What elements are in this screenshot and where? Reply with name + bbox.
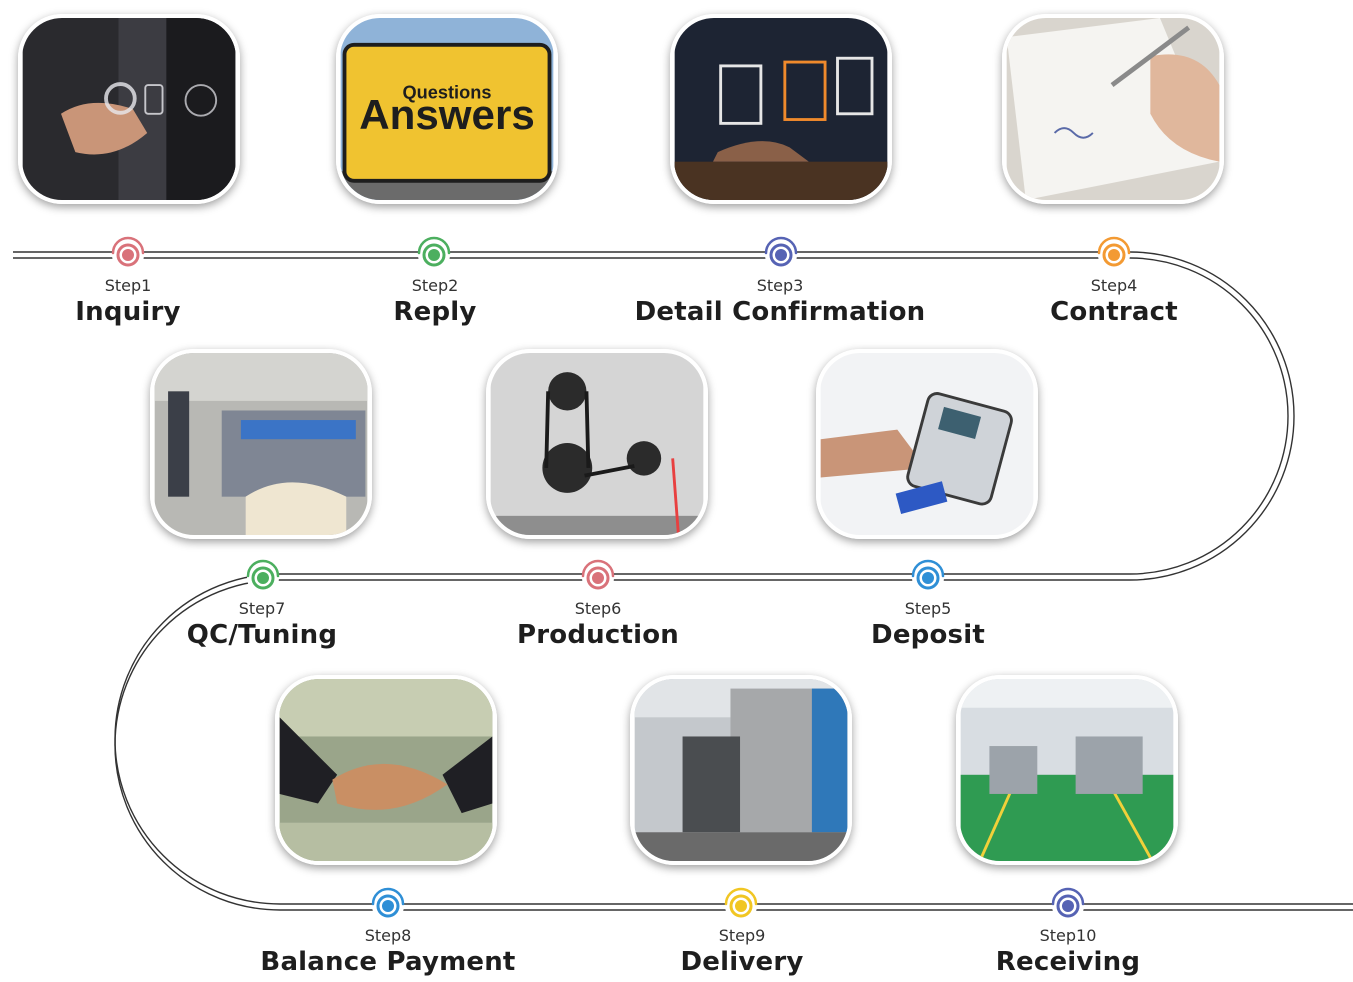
step-label-2: Step2 Reply <box>265 276 605 328</box>
step-marker-7 <box>246 559 280 594</box>
step-photo-10 <box>956 675 1178 865</box>
step-title: QC/Tuning <box>186 620 338 650</box>
signing-contract <box>1006 18 1220 200</box>
step-title: Reply <box>393 297 477 327</box>
machine-belts <box>490 353 704 535</box>
step-label-10: Step10 Receiving <box>898 926 1238 978</box>
step-title: Delivery <box>680 947 804 977</box>
step-label-7: Step7 QC/Tuning <box>92 599 432 651</box>
step-title: Deposit <box>871 620 985 650</box>
step-photo-6 <box>486 349 708 539</box>
step-number: Step3 <box>756 276 804 295</box>
step-photo-9 <box>630 675 852 865</box>
step-marker-1 <box>111 236 145 271</box>
step-number: Step9 <box>718 926 766 945</box>
step-number: Step8 <box>364 926 412 945</box>
step-label-1: Step1 Inquiry <box>0 276 298 328</box>
handshake-money <box>279 679 493 861</box>
step-title: Contract <box>1050 297 1178 327</box>
step-photo-1 <box>18 14 240 204</box>
card-payment-terminal <box>820 353 1034 535</box>
step-marker-6 <box>581 559 615 594</box>
step-label-9: Step9 Delivery <box>572 926 912 978</box>
step-title: Detail Confirmation <box>634 297 926 327</box>
sign-big-text: Answers <box>359 91 535 138</box>
step-photo-4 <box>1002 14 1224 204</box>
step-marker-5 <box>911 559 945 594</box>
step-marker-10 <box>1051 887 1085 922</box>
step-label-4: Step4 Contract <box>944 276 1284 328</box>
step-title: Balance Payment <box>260 947 516 977</box>
step-number: Step4 <box>1090 276 1138 295</box>
step-label-5: Step5 Deposit <box>758 599 1098 651</box>
step-photo-8 <box>275 675 497 865</box>
step-title: Receiving <box>995 947 1141 977</box>
track-line-inner <box>13 257 1353 905</box>
step-number: Step1 <box>104 276 152 295</box>
step-marker-2 <box>417 236 451 271</box>
step-photo-2: Questions Answers <box>336 14 558 204</box>
step-number: Step7 <box>238 599 286 618</box>
step-photo-7 <box>150 349 372 539</box>
step-title: Inquiry <box>75 297 181 327</box>
questions-answers-sign: Questions Answers <box>340 18 554 200</box>
step-title: Production <box>517 620 679 650</box>
step-number: Step5 <box>904 599 952 618</box>
step-marker-3 <box>764 236 798 271</box>
forklift-container <box>634 679 848 861</box>
step-marker-8 <box>371 887 405 922</box>
step-marker-4 <box>1097 236 1131 271</box>
factory-floor <box>960 679 1174 861</box>
step-label-6: Step6 Production <box>428 599 768 651</box>
step-number: Step6 <box>574 599 622 618</box>
factory-testing <box>154 353 368 535</box>
step-photo-3 <box>670 14 892 204</box>
step-marker-9 <box>724 887 758 922</box>
step-label-3: Step3 Detail Confirmation <box>610 276 950 328</box>
step-photo-5 <box>816 349 1038 539</box>
sign-small-text: Questions <box>403 82 492 102</box>
digital-documents <box>674 18 888 200</box>
step-number: Step2 <box>411 276 459 295</box>
step-label-8: Step8 Balance Payment <box>218 926 558 978</box>
step-number: Step10 <box>1039 926 1097 945</box>
track-line-outer <box>13 251 1353 911</box>
touchscreen-contact-icons <box>22 18 236 200</box>
